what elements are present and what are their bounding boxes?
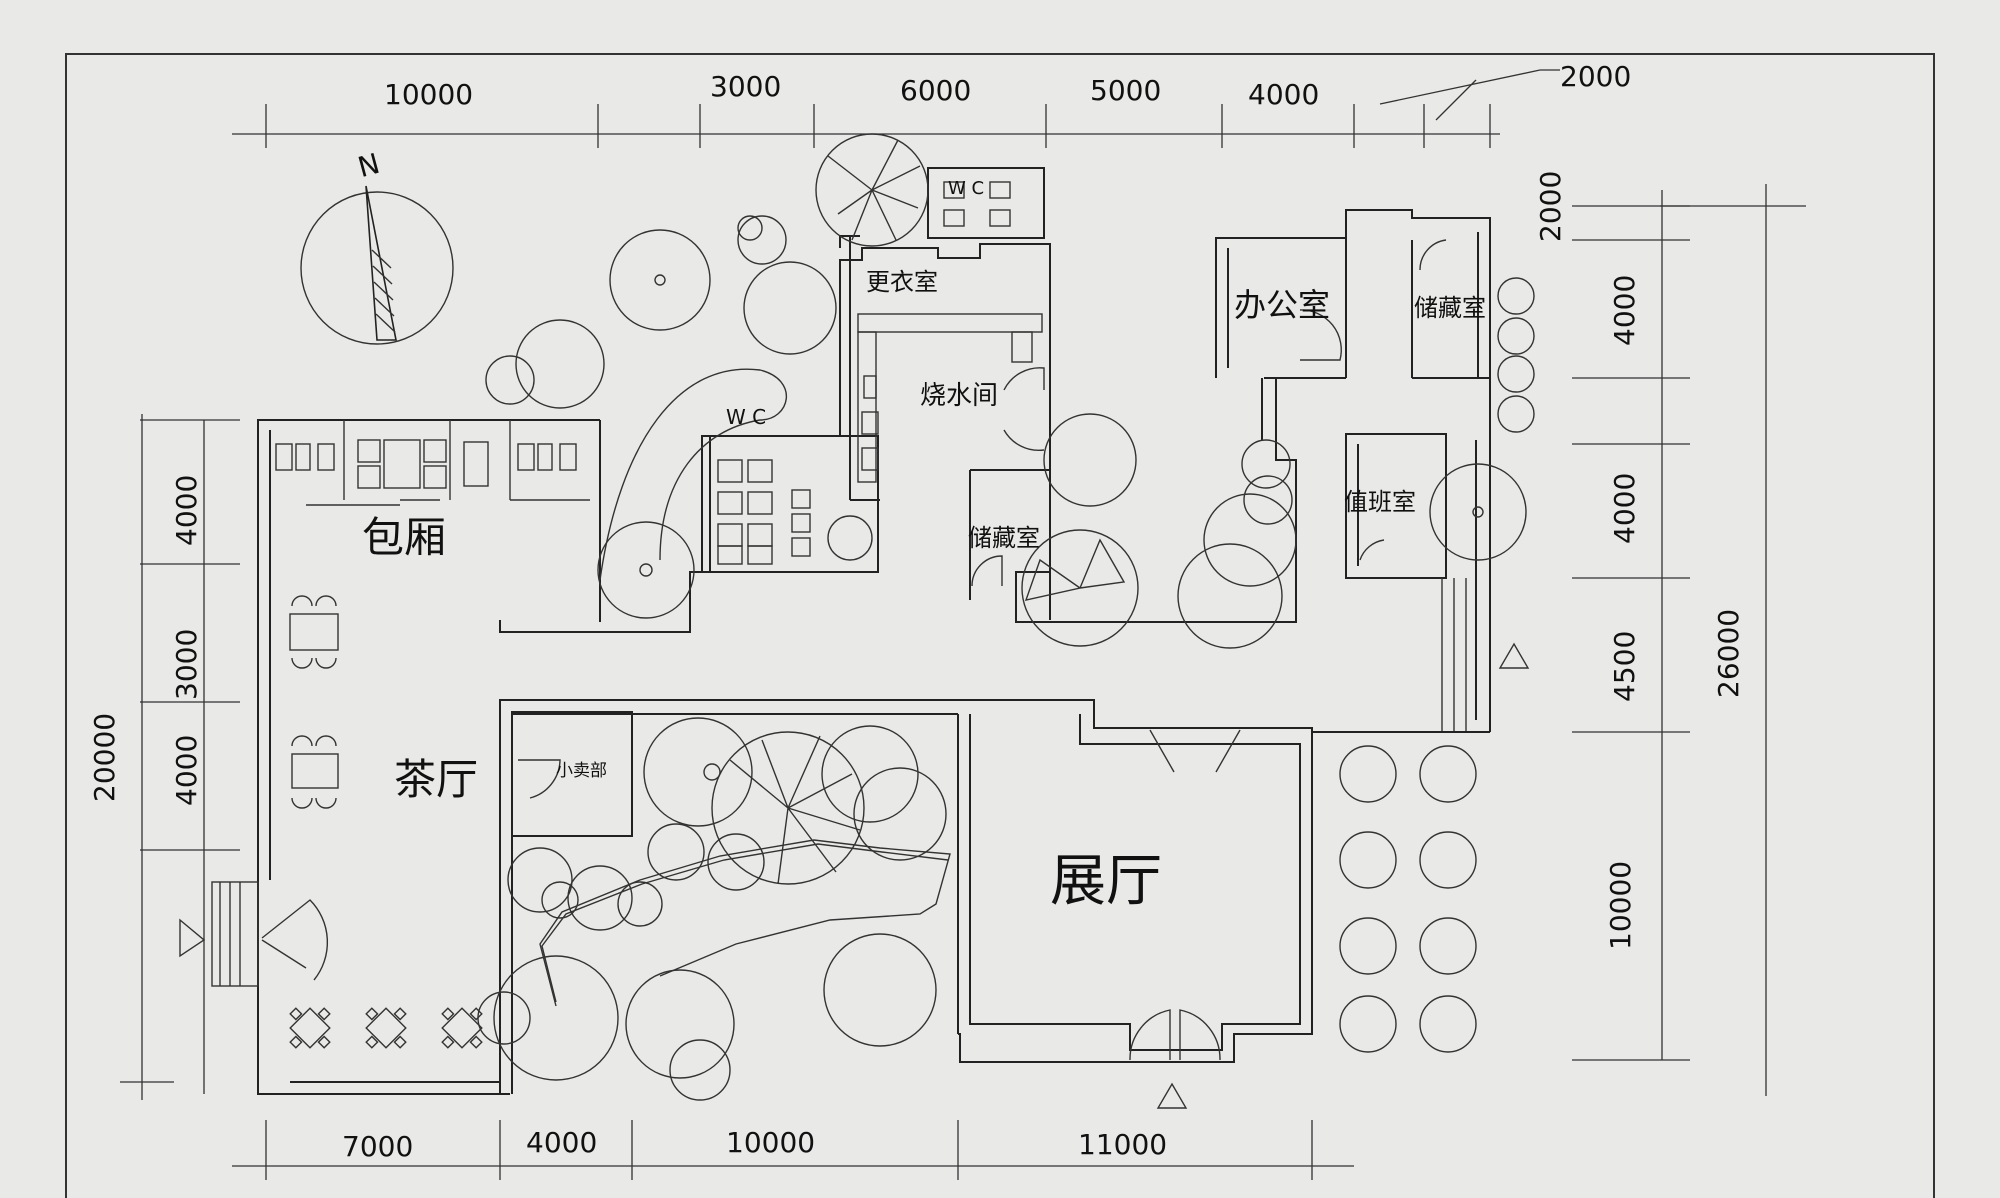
walls [179,167,1530,1109]
north-label: N [354,147,383,184]
room-baoxiang: 包厢 [362,513,446,562]
dim-left-outer: 20000 [88,713,121,802]
landscape [477,133,1535,1101]
room-gengyishi: 更衣室 [866,268,938,296]
dimension-lines [120,69,1806,1180]
dim-top-1: 10000 [384,78,473,111]
room-bangongshi: 办公室 [1234,286,1330,324]
dim-bottom-3: 10000 [726,1126,815,1159]
dim-right-outer: 26000 [1712,609,1745,698]
dim-top-4: 5000 [1090,74,1161,107]
room-chating: 茶厅 [394,755,478,804]
room-labels: 包厢 茶厅 小卖部 展厅 更衣室 烧水间 储藏室 办公室 储藏室 值班室 W C… [362,178,1486,914]
room-xiaomaibu: 小卖部 [556,761,607,781]
dim-top-5: 4000 [1248,78,1319,111]
dim-left-1: 4000 [170,475,203,546]
room-zhanting: 展厅 [1050,849,1162,914]
dim-right-5: 10000 [1604,861,1637,950]
dim-right-4: 4500 [1608,631,1641,702]
room-chucangshi-2: 储藏室 [1414,294,1486,322]
dim-right-2: 4000 [1608,275,1641,346]
dim-top-3: 6000 [900,74,971,107]
dim-bottom-1: 7000 [342,1130,413,1163]
room-wc-1: W C [726,405,766,429]
doors [261,239,1447,1061]
room-chucangshi-1: 储藏室 [968,524,1040,552]
dim-top-2: 3000 [710,70,781,103]
furniture [275,181,1043,1049]
dim-right-3: 4000 [1608,473,1641,544]
drawing-frame [65,53,1935,1198]
dim-right-1: 2000 [1534,171,1567,242]
dim-top-6: 2000 [1560,60,1631,93]
north-arrow: N [300,147,454,345]
dim-left-3: 4000 [170,735,203,806]
dim-left-2: 3000 [170,629,203,700]
dimension-labels: 10000 3000 6000 5000 4000 2000 7000 4000… [88,60,1745,1163]
room-zhibanshi: 值班室 [1344,488,1416,516]
tree-grid [1339,745,1477,1053]
dim-bottom-4: 11000 [1078,1128,1167,1161]
room-shaoshuijian: 烧水间 [920,381,998,411]
room-wc-2: W C [948,178,984,199]
dim-bottom-2: 4000 [526,1126,597,1159]
